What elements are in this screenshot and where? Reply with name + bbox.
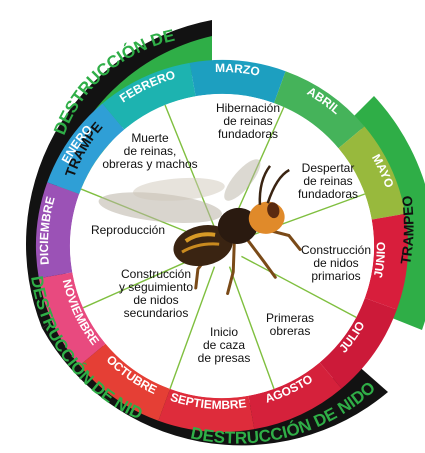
stage-label-reproduccion: Reproducción xyxy=(91,223,165,237)
